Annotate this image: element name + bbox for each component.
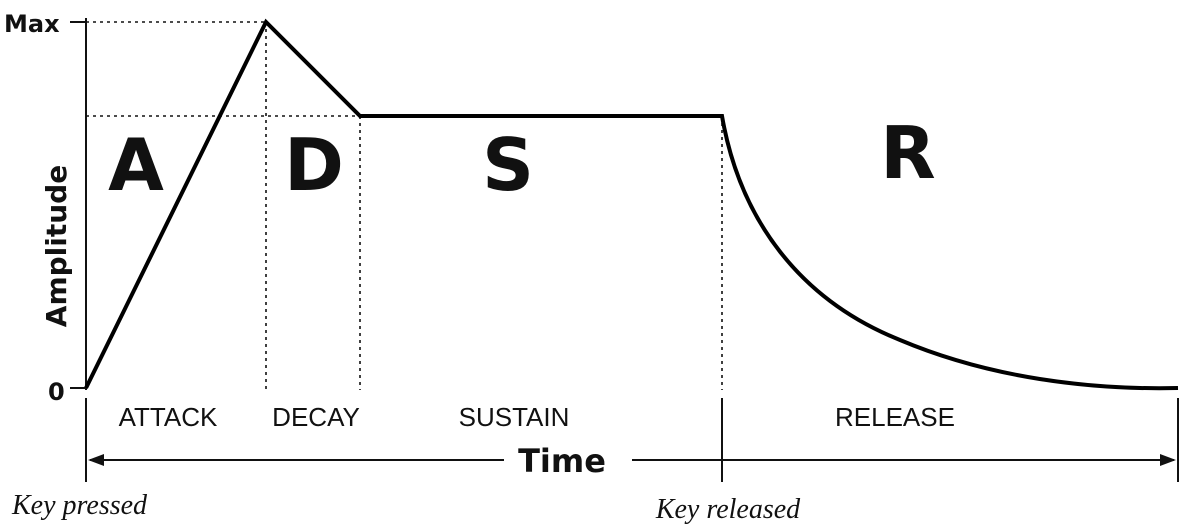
attack-phase-label: ATTACK [119, 402, 218, 432]
y-axis-label: Amplitude [40, 165, 73, 327]
time-axis-label: Time [518, 442, 606, 480]
key-released-label: Key released [655, 494, 801, 525]
time-axis-right-arrowhead [1160, 454, 1176, 466]
release-letter: R [880, 111, 935, 195]
key-pressed-label: Key pressed [11, 490, 148, 521]
time-axis-left-arrowhead [88, 454, 104, 466]
adsr-envelope-curve [84, 18, 1179, 391]
decay-letter: D [284, 123, 344, 207]
attack-letter: A [108, 123, 164, 207]
sustain-letter: S [482, 123, 534, 207]
y-axis-zero-label: 0 [48, 378, 65, 406]
release-phase-label: RELEASE [835, 402, 955, 432]
decay-phase-label: DECAY [272, 402, 360, 432]
y-axis-max-label: Max [4, 10, 60, 38]
sustain-phase-label: SUSTAIN [459, 402, 570, 432]
